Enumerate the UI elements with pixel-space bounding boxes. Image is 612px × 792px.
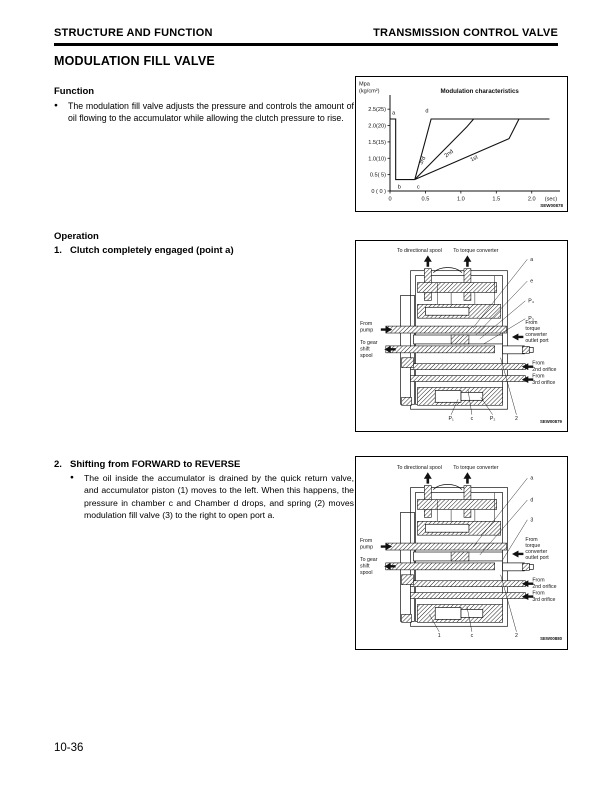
svg-text:2nd orifice: 2nd orifice bbox=[532, 584, 556, 590]
svg-text:0.5( 5): 0.5( 5) bbox=[370, 173, 386, 179]
svg-text:spool: spool bbox=[360, 570, 373, 576]
svg-text:2.5(25): 2.5(25) bbox=[368, 107, 386, 113]
svg-text:From: From bbox=[525, 537, 538, 543]
operation-heading: Operation bbox=[54, 231, 99, 242]
svg-text:torque: torque bbox=[525, 543, 540, 549]
svg-text:From: From bbox=[532, 578, 545, 584]
svg-text:2: 2 bbox=[515, 416, 518, 422]
svg-text:a: a bbox=[392, 111, 396, 117]
svg-text:(sec): (sec) bbox=[545, 197, 558, 203]
page-title: MODULATION FILL VALVE bbox=[54, 54, 215, 68]
svg-text:1st: 1st bbox=[470, 154, 480, 163]
svg-text:From: From bbox=[532, 374, 545, 380]
bullet-marker: ● bbox=[54, 102, 58, 109]
svg-text:1.0: 1.0 bbox=[457, 197, 465, 203]
svg-text:pump: pump bbox=[360, 545, 373, 551]
svg-text:P₂: P₂ bbox=[490, 416, 496, 422]
svg-text:converter: converter bbox=[525, 332, 547, 338]
svg-text:To torque converter: To torque converter bbox=[453, 248, 498, 254]
svg-text:P₁: P₁ bbox=[448, 416, 453, 422]
page-number: 10-36 bbox=[54, 742, 84, 754]
svg-text:To gear: To gear bbox=[360, 340, 378, 346]
svg-text:To directional spool: To directional spool bbox=[397, 248, 442, 254]
svg-text:From: From bbox=[360, 538, 373, 544]
svg-text:2.0: 2.0 bbox=[528, 197, 536, 203]
svg-text:torque: torque bbox=[525, 326, 540, 332]
svg-text:1.5(15): 1.5(15) bbox=[368, 140, 386, 146]
svg-text:P₄: P₄ bbox=[528, 298, 534, 304]
svg-text:shift: shift bbox=[360, 563, 370, 569]
svg-text:converter: converter bbox=[525, 549, 547, 555]
modulation-characteristics-figure: 2.5(25) 2.0(20) 1.5(15) 1.0(10) 0.5( 5) 0 ( 0… bbox=[355, 76, 568, 212]
valve-cross-section-2: To directional spool To torque converterF… bbox=[360, 465, 563, 641]
svg-text:Mpa: Mpa bbox=[359, 82, 371, 88]
svg-text:(kg/cm²): (kg/cm²) bbox=[359, 89, 380, 95]
operation-item-1: 1. Clutch completely engaged (point a) bbox=[54, 245, 354, 256]
item-2-title: Shifting from FORWARD to REVERSE bbox=[70, 459, 241, 470]
svg-text:1: 1 bbox=[438, 633, 441, 639]
svg-text:0.5: 0.5 bbox=[422, 197, 430, 203]
svg-text:To torque converter: To torque converter bbox=[453, 465, 498, 471]
svg-text:c: c bbox=[471, 633, 474, 639]
svg-text:3rd: 3rd bbox=[418, 156, 427, 166]
svg-text:outlet port: outlet port bbox=[525, 338, 549, 344]
svg-text:From: From bbox=[532, 591, 545, 597]
svg-text:2: 2 bbox=[515, 633, 518, 639]
item-1-number: 1. bbox=[54, 245, 62, 256]
header-chapter-title: TRANSMISSION CONTROL VALVE bbox=[373, 27, 558, 39]
svg-text:SEW00880: SEW00880 bbox=[540, 636, 563, 641]
svg-text:pump: pump bbox=[360, 328, 373, 334]
function-bullet-item: ● The modulation fill valve adjusts the … bbox=[54, 100, 354, 125]
svg-text:a: a bbox=[530, 257, 533, 263]
item-1-title: Clutch completely engaged (point a) bbox=[70, 245, 234, 256]
svg-text:From: From bbox=[525, 320, 538, 326]
function-section: Function ● The modulation fill valve adj… bbox=[54, 86, 354, 125]
svg-text:0: 0 bbox=[388, 197, 391, 203]
svg-text:SEW00878: SEW00878 bbox=[540, 203, 563, 208]
function-heading: Function bbox=[54, 86, 95, 97]
svg-text:outlet port: outlet port bbox=[525, 555, 549, 561]
page-header: STRUCTURE AND FUNCTION TRANSMISSION CONT… bbox=[54, 27, 558, 46]
svg-text:Modulation characteristics: Modulation characteristics bbox=[440, 88, 519, 95]
svg-text:b: b bbox=[398, 184, 401, 190]
svg-text:1.5: 1.5 bbox=[492, 197, 500, 203]
svg-text:2nd orifice: 2nd orifice bbox=[532, 367, 556, 373]
svg-text:3rd orifice: 3rd orifice bbox=[532, 380, 555, 386]
svg-text:To gear: To gear bbox=[360, 557, 378, 563]
svg-text:3: 3 bbox=[530, 517, 533, 523]
svg-text:shift: shift bbox=[360, 346, 370, 352]
valve-cross-section-1: To directional spool To torque converterF… bbox=[360, 248, 563, 424]
function-bullet-text: The modulation fill valve adjusts the pr… bbox=[68, 101, 354, 124]
svg-text:0 ( 0 ): 0 ( 0 ) bbox=[371, 189, 386, 195]
svg-text:2.0(20): 2.0(20) bbox=[368, 124, 386, 130]
svg-text:From: From bbox=[532, 361, 545, 367]
svg-text:d: d bbox=[530, 497, 533, 503]
svg-text:c: c bbox=[417, 184, 420, 190]
svg-text:a: a bbox=[530, 476, 533, 482]
svg-text:1.0(10): 1.0(10) bbox=[368, 156, 386, 162]
svg-text:SEW00879: SEW00879 bbox=[540, 419, 563, 424]
bullet-marker: ● bbox=[70, 474, 74, 481]
svg-text:d: d bbox=[425, 108, 428, 114]
operation-section: Operation 1. Clutch completely engaged (… bbox=[54, 231, 354, 258]
operation-item-2-section: 2. Shifting from FORWARD to REVERSE ● Th… bbox=[54, 459, 354, 521]
svg-text:spool: spool bbox=[360, 353, 373, 359]
item-2-bullet-text: The oil inside the accumulator is draine… bbox=[84, 473, 354, 520]
svg-text:e: e bbox=[530, 279, 533, 285]
item-2-bullet-item: ● The oil inside the accumulator is drai… bbox=[70, 472, 354, 521]
svg-text:From: From bbox=[360, 321, 373, 327]
svg-text:c: c bbox=[471, 416, 474, 422]
item-2-number: 2. bbox=[54, 459, 62, 470]
svg-text:To directional spool: To directional spool bbox=[397, 465, 442, 471]
operation-item-2: 2. Shifting from FORWARD to REVERSE bbox=[54, 459, 354, 470]
svg-text:P₃: P₃ bbox=[528, 316, 534, 322]
svg-text:2nd: 2nd bbox=[444, 149, 455, 159]
svg-text:3rd orifice: 3rd orifice bbox=[532, 597, 555, 603]
modulation-characteristics-chart: 2.5(25) 2.0(20) 1.5(15) 1.0(10) 0.5( 5) 0 ( 0… bbox=[359, 82, 563, 209]
header-section-title: STRUCTURE AND FUNCTION bbox=[54, 27, 213, 39]
